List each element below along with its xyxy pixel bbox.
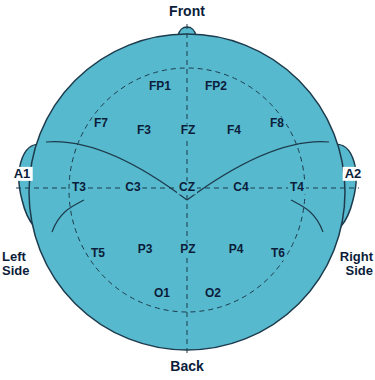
direction-label: Front — [169, 4, 205, 19]
side-label: Left Side — [2, 250, 44, 279]
direction-label: Back — [170, 359, 203, 374]
electrode-label: PZ — [178, 243, 197, 256]
electrode-label: F8 — [268, 117, 286, 130]
coronal-curve — [187, 142, 329, 200]
electrode-label: C4 — [231, 181, 250, 194]
electrode-label: F4 — [225, 124, 243, 137]
ear-curve — [291, 200, 323, 232]
electrode-label: FZ — [179, 124, 198, 137]
electrode-label: O1 — [152, 287, 172, 300]
electrode-label: T3 — [70, 181, 88, 194]
electrode-label: FP2 — [203, 80, 229, 93]
electrode-label: T4 — [288, 181, 306, 194]
electrode-label: P3 — [136, 243, 155, 256]
electrode-label: C3 — [123, 181, 142, 194]
dashed-circle — [69, 68, 305, 312]
electrode-label: F3 — [135, 124, 153, 137]
electrode-label: FP1 — [147, 80, 173, 93]
electrode-label: T6 — [269, 247, 287, 260]
side-label: Right Side — [331, 250, 373, 279]
electrode-label: F7 — [92, 117, 110, 130]
ear-curve — [52, 200, 84, 232]
electrode-label: P4 — [227, 243, 246, 256]
electrode-label: CZ — [177, 181, 197, 194]
electrode-label: T5 — [89, 247, 107, 260]
reference-label: A1 — [12, 167, 33, 181]
reference-label: A2 — [343, 167, 364, 181]
electrode-label: O2 — [203, 287, 223, 300]
coronal-curve — [46, 142, 187, 200]
